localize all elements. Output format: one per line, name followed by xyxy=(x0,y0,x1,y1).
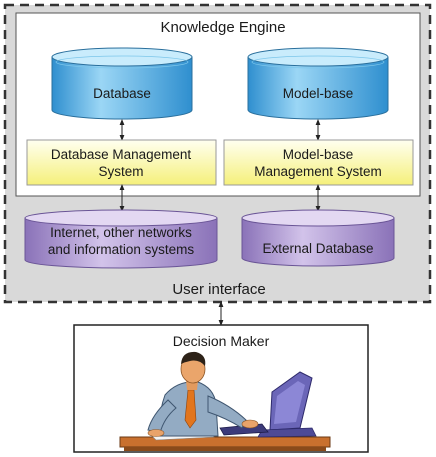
external-database-label: External Database xyxy=(262,241,373,256)
dbms-line2: System xyxy=(98,164,143,179)
internet-line1: Internet, other networks xyxy=(50,225,192,240)
external-database-cylinder: External Database xyxy=(241,209,395,267)
knowledge-engine-title: Knowledge Engine xyxy=(160,19,285,36)
decision-maker-title: Decision Maker xyxy=(173,333,270,349)
mbms-line1: Model-base xyxy=(283,147,354,162)
internet-cylinder: Internet, other networks and information… xyxy=(24,209,218,269)
database-label: Database xyxy=(93,86,151,101)
model-base-cylinder: Model-base xyxy=(247,47,389,120)
database-cylinder: Database xyxy=(51,47,193,120)
internet-line2: and information systems xyxy=(48,242,195,257)
model-base-label: Model-base xyxy=(283,86,354,101)
decision-maker-box xyxy=(73,324,369,453)
user-interface-label: User interface xyxy=(172,281,265,298)
mbms-line2: Management System xyxy=(254,164,382,179)
person-at-computer-illustration xyxy=(119,351,331,451)
dbms-line1: Database Management xyxy=(51,147,192,162)
